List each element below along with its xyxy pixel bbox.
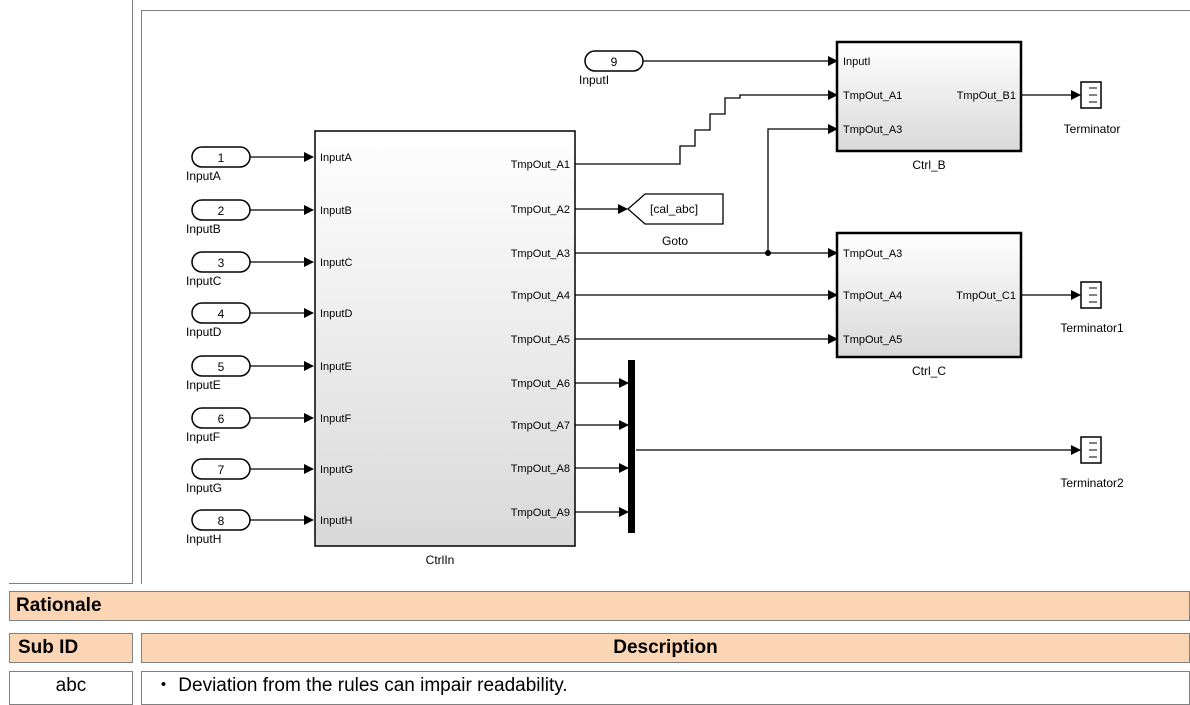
ctrlin-in-InputF: InputF xyxy=(320,413,351,425)
sub-id-header: Sub ID xyxy=(9,633,133,663)
ctrlin-name: CtrlIn xyxy=(426,553,455,567)
ctrlin-out-TmpOut_A2: TmpOut_A2 xyxy=(511,204,570,216)
description-cell: ・ Deviation from the rules can impair re… xyxy=(141,671,1190,705)
inport-2-label: InputB xyxy=(186,222,221,236)
description-value: ・ Deviation from the rules can impair re… xyxy=(154,675,568,696)
wire-TmpOut_A3-branch xyxy=(767,124,838,253)
rationale-row: Rationale xyxy=(9,591,1190,621)
diagram-cell xyxy=(141,10,1190,584)
goto-block xyxy=(627,193,724,225)
mux-block xyxy=(628,360,635,533)
inport-4-number: 4 xyxy=(218,307,225,321)
ctrlin-out-TmpOut_A1: TmpOut_A1 xyxy=(511,159,570,171)
ctrlin-in-InputH: InputH xyxy=(320,515,352,527)
ctrlin-in-InputA: InputA xyxy=(320,152,352,164)
ctrl-b-in-0: InputI xyxy=(843,56,871,68)
inport-9-label: InputI xyxy=(579,73,609,87)
ctrlin-in-InputD: InputD xyxy=(320,308,352,320)
description-header-label: Description xyxy=(613,637,718,658)
inport-9-number: 9 xyxy=(611,55,618,69)
rationale-label: Rationale xyxy=(16,595,102,616)
ctrlin-in-InputG: InputG xyxy=(320,464,353,476)
inport-8-label: InputH xyxy=(186,532,221,546)
ctrlin-out-TmpOut_A6: TmpOut_A6 xyxy=(511,378,570,390)
inport-7-number: 7 xyxy=(218,463,225,477)
ctrlin-out-TmpOut_A3: TmpOut_A3 xyxy=(511,248,570,260)
goto-name: Goto xyxy=(662,234,688,248)
sub-id-header-label: Sub ID xyxy=(18,637,79,658)
ctrl-c-out: TmpOut_C1 xyxy=(956,290,1016,302)
inport-3-label: InputC xyxy=(186,274,222,288)
ctrlin-out-TmpOut_A9: TmpOut_A9 xyxy=(511,507,570,519)
ctrl-b-out: TmpOut_B1 xyxy=(957,90,1016,102)
ctrl-b-in-1: TmpOut_A1 xyxy=(843,90,902,102)
ctrl-c-name: Ctrl_C xyxy=(912,364,946,378)
ctrl-c-in-1: TmpOut_A4 xyxy=(843,290,902,302)
sub-id-cell: abc xyxy=(9,671,133,705)
ctrl-c-in-2: TmpOut_A5 xyxy=(843,334,902,346)
ctrlin-out-TmpOut_A8: TmpOut_A8 xyxy=(511,463,570,475)
wire-TmpOut_A1 xyxy=(575,90,838,165)
terminator-label-Terminator2: Terminator2 xyxy=(1060,476,1124,490)
terminator-label-Terminator: Terminator xyxy=(1064,122,1121,136)
ctrl-c-in-0: TmpOut_A3 xyxy=(843,248,902,260)
inport-8-number: 8 xyxy=(218,514,225,528)
inport-3-number: 3 xyxy=(218,256,225,270)
inport-4-label: InputD xyxy=(186,325,222,339)
ctrlin-out-TmpOut_A7: TmpOut_A7 xyxy=(511,420,570,432)
ctrl-b-in-2: TmpOut_A3 xyxy=(843,124,902,136)
ctrlin-in-InputE: InputE xyxy=(320,361,352,373)
inport-7-label: InputG xyxy=(186,481,222,495)
left-empty-cell xyxy=(9,0,133,584)
ctrlin-block xyxy=(314,130,576,547)
ctrlin-in-InputB: InputB xyxy=(320,205,352,217)
sub-id-value: abc xyxy=(55,675,87,696)
ctrlin-out-TmpOut_A5: TmpOut_A5 xyxy=(511,334,570,346)
ctrlin-in-InputC: InputC xyxy=(320,257,352,269)
goto-tag: [cal_abc] xyxy=(650,202,698,216)
simulink-diagram: 1InputA2InputB3InputC4InputD5InputE6Inpu… xyxy=(186,40,1124,567)
inport-1-label: InputA xyxy=(186,169,221,183)
inport-2-number: 2 xyxy=(218,204,225,218)
ctrlin-out-TmpOut_A4: TmpOut_A4 xyxy=(511,290,570,302)
ctrl-b-name: Ctrl_B xyxy=(912,158,945,172)
branch-point xyxy=(765,250,771,256)
inport-5-number: 5 xyxy=(218,360,225,374)
inport-1-number: 1 xyxy=(218,151,225,165)
inport-5-label: InputE xyxy=(186,378,221,392)
terminator-label-Terminator1: Terminator1 xyxy=(1060,321,1124,335)
inport-6-label: InputF xyxy=(186,430,220,444)
inport-6-number: 6 xyxy=(218,412,225,426)
description-header: Description xyxy=(141,633,1190,663)
